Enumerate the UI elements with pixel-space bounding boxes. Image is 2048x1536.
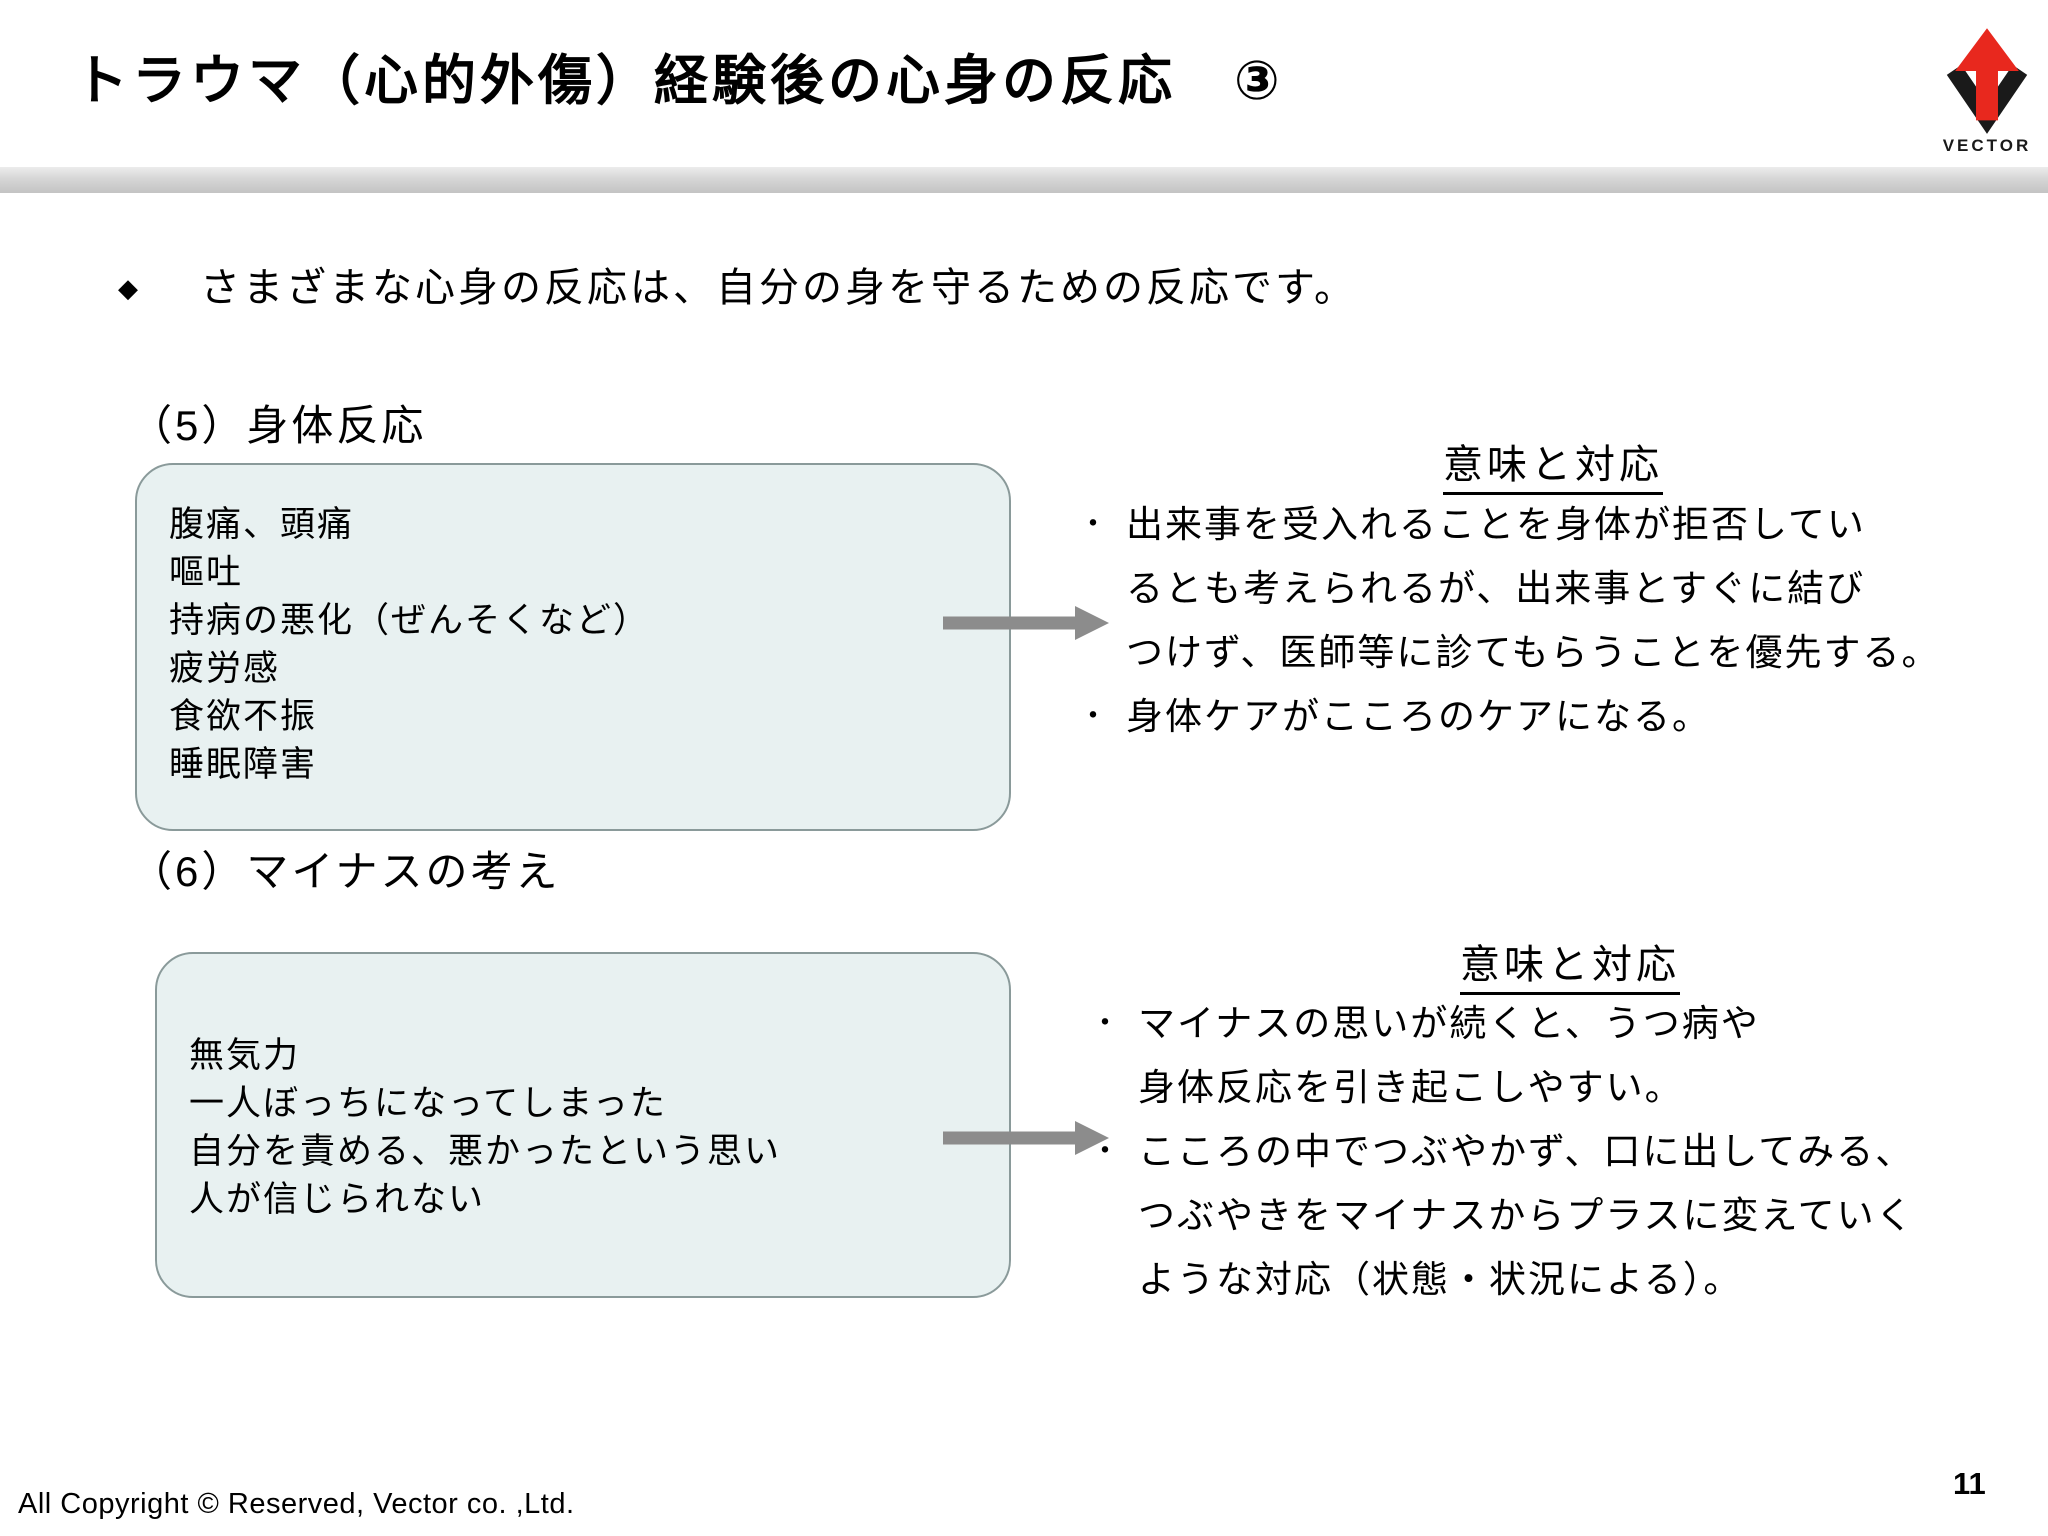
symptom-line: 持病の悪化（ぜんそくなど） — [169, 601, 651, 640]
dot-bullet — [1090, 1248, 1138, 1312]
meaning-line: つぶやきをマイナスからプラスに変えていく — [1090, 1184, 1915, 1248]
symptom-line: 嘔吐 — [169, 553, 244, 592]
meaning-line: つけず、医師等に診てもらうことを優先する。 — [1078, 621, 1941, 685]
symptom-line: 疲労感 — [169, 649, 281, 688]
meaning-text: こころの中でつぶやかず、口に出してみる、 — [1138, 1131, 1915, 1172]
copyright-footer: All Copyright © Reserved, Vector co. ,Lt… — [18, 1488, 575, 1520]
intro-bullet-row: ◆ さまざまな心身の反応は、自分の身を守るための反応です。 — [118, 262, 1357, 314]
meaning-text: 身体ケアがこころのケアになる。 — [1126, 696, 1711, 737]
arrow-right-icon — [943, 1121, 1109, 1155]
meaning-line: ・ マイナスの思いが続くと、うつ病や — [1090, 992, 1915, 1056]
intro-text: さまざまな心身の反応は、自分の身を守るための反応です。 — [200, 266, 1357, 310]
page-number: 11 — [1953, 1466, 1986, 1501]
meaning-line: ような対応（状態・状況による）。 — [1090, 1248, 1915, 1312]
dot-bullet — [1078, 557, 1126, 621]
dot-bullet — [1078, 621, 1126, 685]
section5-meaning-heading: 意味と対応 — [1443, 432, 1663, 495]
section5-symptom-box: 腹痛、頭痛 嘔吐 持病の悪化（ぜんそくなど） 疲労感 食欲不振 睡眠障害 — [135, 463, 1011, 831]
meaning-line: 身体反応を引き起こしやすい。 — [1090, 1056, 1915, 1120]
dot-bullet — [1090, 1056, 1138, 1120]
meaning-line: ・ 出来事を受入れることを身体が拒否してい — [1078, 493, 1941, 557]
meaning-text: ような対応（状態・状況による）。 — [1138, 1259, 1743, 1300]
meaning-text: るとも考えられるが、出来事とすぐに結び — [1126, 568, 1866, 609]
section6-meaning-heading: 意味と対応 — [1460, 932, 1680, 995]
meaning-line: るとも考えられるが、出来事とすぐに結び — [1078, 557, 1941, 621]
symptom-line: 腹痛、頭痛 — [169, 505, 355, 544]
dot-bullet: ・ — [1078, 700, 1110, 733]
dot-bullet: ・ — [1078, 508, 1110, 541]
meaning-line: ・ 身体ケアがこころのケアになる。 — [1078, 685, 1941, 749]
symptom-line: 無気力 — [189, 1036, 301, 1075]
section6-meaning-block: ・ マイナスの思いが続くと、うつ病や 身体反応を引き起こしやすい。 ・ こころの… — [1090, 992, 1915, 1312]
meaning-line: ・ こころの中でつぶやかず、口に出してみる、 — [1090, 1120, 1915, 1184]
meaning-text: つぶやきをマイナスからプラスに変えていく — [1138, 1195, 1915, 1236]
section6-heading: （6）マイナスの考え — [130, 848, 561, 895]
vector-logo: VECTOR — [1932, 26, 2042, 166]
dot-bullet: ・ — [1090, 1007, 1122, 1040]
meaning-text: つけず、医師等に診てもらうことを優先する。 — [1126, 632, 1941, 673]
section5-heading: （5）身体反応 — [130, 402, 427, 449]
diamond-bullet-icon: ◆ — [118, 273, 138, 303]
arrow-right-icon — [943, 606, 1109, 640]
vector-logo-icon — [1946, 28, 2028, 134]
section6-symptom-box: 無気力 一人ぼっちになってしまった 自分を責める、悪かったという思い 人が信じら… — [155, 952, 1011, 1298]
divider-bar — [0, 167, 2048, 193]
meaning-text: マイナスの思いが続くと、うつ病や — [1138, 1003, 1760, 1044]
meaning-text: 出来事を受入れることを身体が拒否してい — [1126, 504, 1866, 545]
vector-logo-text: VECTOR — [1942, 136, 2032, 155]
dot-bullet — [1090, 1184, 1138, 1248]
page-title: トラウマ（心的外傷）経験後の心身の反応 ③ — [74, 51, 1284, 111]
section5-meaning-block: ・ 出来事を受入れることを身体が拒否してい るとも考えられるが、出来事とすぐに結… — [1078, 493, 1941, 749]
dot-bullet: ・ — [1090, 1135, 1122, 1168]
symptom-line: 一人ぼっちになってしまった — [189, 1084, 667, 1123]
symptom-line: 睡眠障害 — [169, 745, 318, 784]
symptom-line: 自分を責める、悪かったという思い — [189, 1132, 782, 1171]
symptom-line: 人が信じられない — [189, 1180, 486, 1219]
symptom-line: 食欲不振 — [169, 697, 318, 736]
meaning-text: 身体反応を引き起こしやすい。 — [1138, 1067, 1684, 1108]
